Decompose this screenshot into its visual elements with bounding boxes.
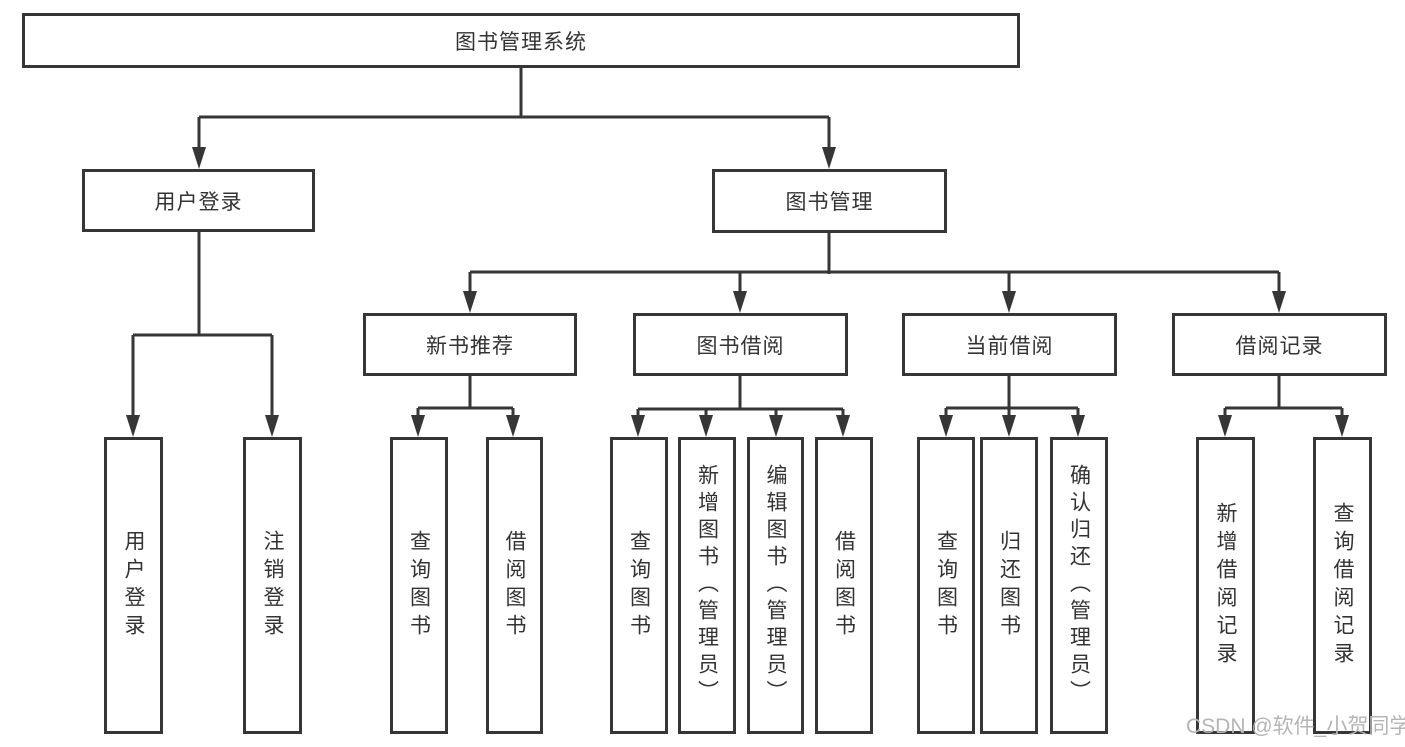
csdn-watermark: CSDN @软件_小贺同学 <box>1186 715 1405 738</box>
node-current-borrow: 当前借阅 <box>902 313 1117 376</box>
leaf-recommend-query-books-label: 查询图书 <box>407 529 431 642</box>
leaf-current-return-books: 归还图书 <box>980 437 1038 734</box>
node-user-login-label: 用户登录 <box>154 190 243 214</box>
leaf-borrow-add-books-admin-label: 新增图书（管理员） <box>695 464 719 707</box>
leaf-logout-label: 注销登录 <box>261 529 284 642</box>
node-book-management: 图书管理 <box>712 169 947 233</box>
node-user-login: 用户登录 <box>82 169 315 232</box>
node-book-management-label: 图书管理 <box>785 191 874 214</box>
leaf-recommend-borrow-books: 借阅图书 <box>486 437 543 734</box>
node-book-borrow: 图书借阅 <box>633 313 848 376</box>
leaf-borrow-query-books: 查询图书 <box>610 437 668 734</box>
leaf-current-query-books-label: 查询图书 <box>934 529 958 642</box>
node-current-borrow-label: 当前借阅 <box>965 334 1054 358</box>
node-borrow-records: 借阅记录 <box>1172 313 1387 376</box>
leaf-records-add-record: 新增借阅记录 <box>1196 437 1255 734</box>
arrowheads <box>126 147 1349 437</box>
leaf-current-return-books-label: 归还图书 <box>997 529 1021 642</box>
leaf-borrow-edit-books-admin: 编辑图书（管理员） <box>747 437 804 734</box>
leaf-borrow-edit-books-admin-label: 编辑图书（管理员） <box>764 464 787 707</box>
leaf-records-query-record: 查询借阅记录 <box>1313 437 1372 734</box>
leaf-borrow-add-books-admin: 新增图书（管理员） <box>678 437 736 734</box>
leaf-recommend-query-books: 查询图书 <box>390 437 448 734</box>
leaf-user-login: 用户登录 <box>104 437 163 734</box>
node-new-book-recommend-label: 新书推荐 <box>426 334 514 358</box>
leaf-borrow-borrow-books-label: 借阅图书 <box>832 529 856 642</box>
root-node: 图书管理系统 <box>22 13 1020 68</box>
leaf-borrow-query-books-label: 查询图书 <box>627 529 651 642</box>
connector-line-group <box>131 68 1344 421</box>
root-node-label: 图书管理系统 <box>455 30 587 54</box>
leaf-user-login-label: 用户登录 <box>122 529 145 642</box>
leaf-records-add-record-label: 新增借阅记录 <box>1214 501 1237 670</box>
leaf-current-confirm-return-admin: 确认归还（管理员） <box>1050 437 1108 734</box>
leaf-records-query-record-label: 查询借阅记录 <box>1331 501 1354 670</box>
leaf-current-query-books: 查询图书 <box>917 437 975 734</box>
node-new-book-recommend: 新书推荐 <box>363 313 577 376</box>
node-borrow-records-label: 借阅记录 <box>1235 334 1324 358</box>
node-book-borrow-label: 图书借阅 <box>696 334 785 358</box>
leaf-borrow-borrow-books: 借阅图书 <box>815 437 873 734</box>
leaf-recommend-borrow-books-label: 借阅图书 <box>503 529 526 642</box>
leaf-logout: 注销登录 <box>243 437 302 734</box>
leaf-current-confirm-return-admin-label: 确认归还（管理员） <box>1067 464 1091 707</box>
